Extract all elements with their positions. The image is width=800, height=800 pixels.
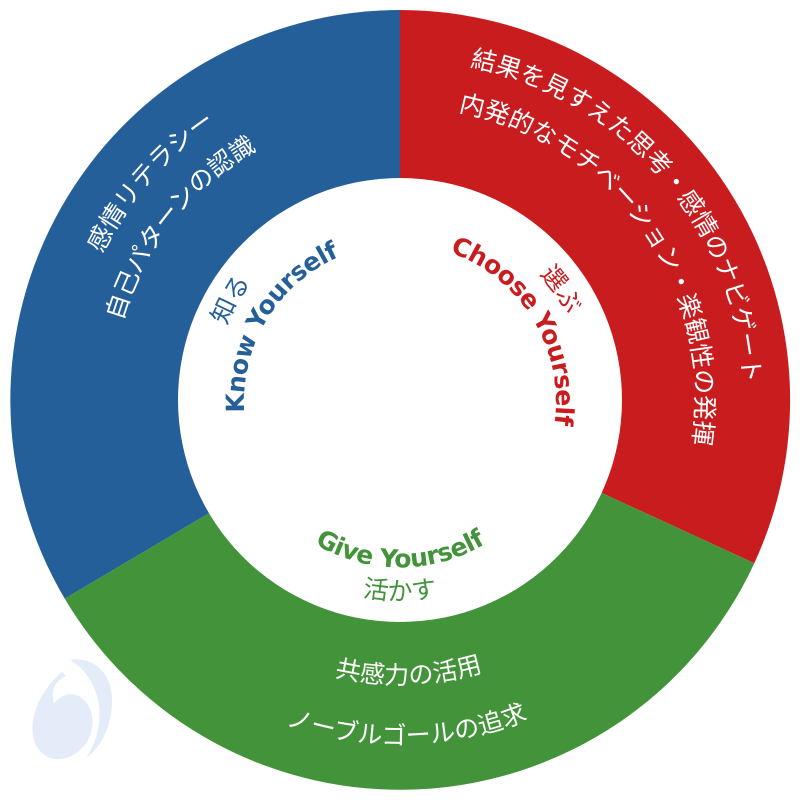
inner-circle [178,178,622,622]
give-jp-label: 活かす [362,574,438,606]
six-seconds-logo-icon [32,659,112,760]
